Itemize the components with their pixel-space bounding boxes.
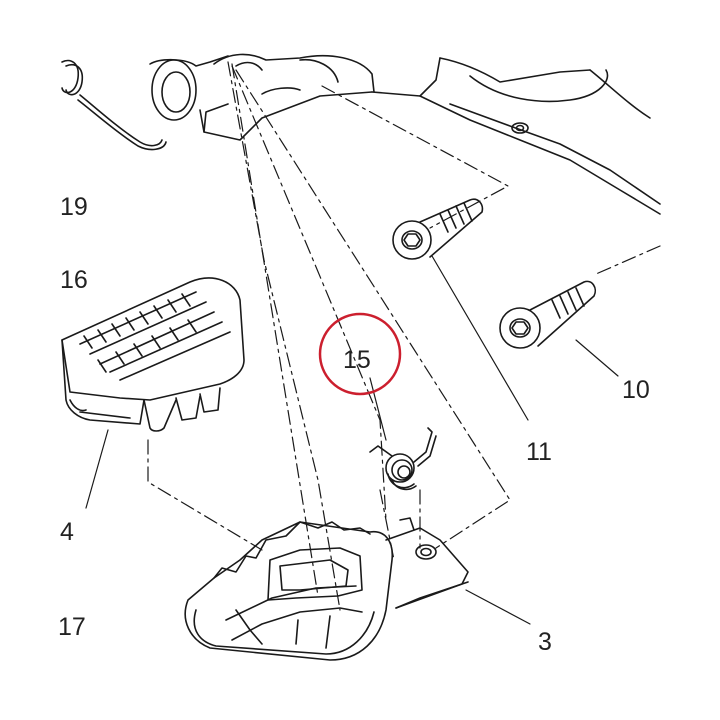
callout-15: 15 (343, 346, 371, 374)
highlight-circle (318, 312, 402, 396)
callout-19: 19 (60, 193, 88, 221)
footpeg-body-part (184, 517, 469, 661)
callout-4: 4 (60, 518, 74, 546)
bolt-11-part (392, 198, 484, 260)
callout-17: 17 (58, 613, 86, 641)
callout-leader-lines (85, 255, 619, 625)
assembly-guide-lines (147, 61, 661, 611)
torsion-spring-part (369, 427, 437, 491)
rubber-pad-part (61, 277, 245, 432)
bolt-10-part (499, 280, 597, 349)
callout-10: 10 (622, 376, 650, 404)
return-spring-part (61, 59, 167, 151)
callout-11: 11 (526, 438, 552, 466)
frame-bracket-part (149, 53, 661, 215)
callout-16: 16 (60, 266, 88, 294)
callout-3: 3 (538, 628, 552, 656)
